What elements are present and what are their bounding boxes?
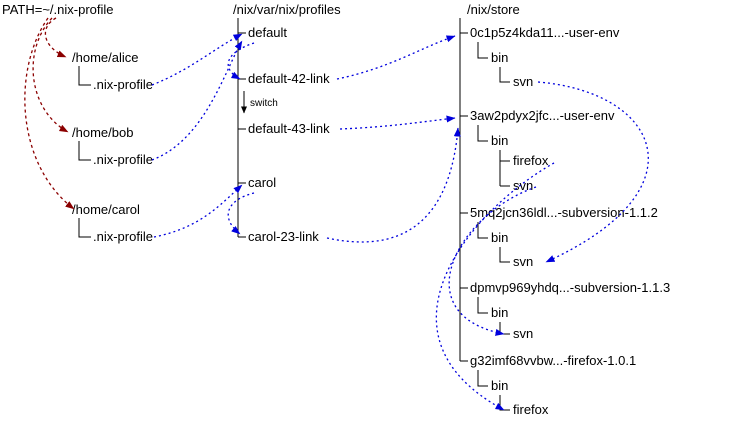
tree-branch [78,218,91,238]
path-arrow-to-alice [44,17,67,58]
carol-nix-profile-symlink: .nix-profile [93,229,153,244]
path-arrow-to-bob [32,17,69,133]
tree-branch [477,42,488,59]
path-arrow-to-carol [24,17,75,210]
symlink-23-link-to-3aw2-userenv [326,127,461,243]
store-5mq2-bin: bin [491,230,508,245]
alice-nix-profile-symlink: .nix-profile [93,77,153,92]
bob-nix-profile-symlink: .nix-profile [93,152,153,167]
home-carol-group: /home/carol .nix-profile [72,202,153,244]
symlink-carol-to-23-link [227,192,255,235]
tree-branch [499,395,510,411]
store-subversion-113: dpmvp969yhdq...-subversion-1.1.3 [470,280,670,295]
home-alice-label: /home/alice [72,50,138,65]
store-userenv-0c1p: 0c1p5z4kda11...-user-env [470,25,620,40]
store-g32imf-bin: bin [491,378,508,393]
home-carol-label: /home/carol [72,202,140,217]
store-g32imf-firefox: firefox [513,402,549,417]
profile-default-43-link: default-43-link [248,121,330,136]
tree-branch [499,247,510,263]
tree-branch [78,141,91,161]
symlink-43-link-to-3aw2-userenv [339,115,456,130]
profiles-dir-header: /nix/var/nix/profiles [233,2,341,17]
profiles-tree: default default-42-link default-43-link … [237,18,330,244]
store-0c1p-svn: svn [513,74,533,89]
store-subversion-112: 5mq2jcn36ldl...-subversion-1.1.2 [470,205,658,220]
symlink-0c1p-svn-to-subversion112 [537,81,649,263]
store-3aw2-bin: bin [491,133,508,148]
store-dir-header: /nix/store [467,2,520,17]
store-3aw2-firefox: firefox [513,153,549,168]
symlink-3aw2-svn-to-subversion113 [448,186,537,336]
profile-carol: carol [248,175,276,190]
store-3aw2-svn: svn [513,178,533,193]
profile-default-42-link: default-42-link [248,71,330,86]
symlink-3aw2-firefox-to-firefox101 [435,162,555,411]
store-dpmvp-svn: svn [513,326,533,341]
symlink-bob-to-default [151,40,243,161]
store-tree: 0c1p5z4kda11...-user-env bin svn 3aw2pdy… [459,18,670,417]
tree-branch [477,370,488,387]
store-dpmvp-bin: bin [491,305,508,320]
store-0c1p-bin: bin [491,50,508,65]
tree-branch [477,297,488,314]
switch-label: switch [250,98,278,109]
symlink-carol-to-carol-profile [153,184,243,238]
home-bob-group: /home/bob .nix-profile [72,125,153,167]
symlink-alice-to-default [151,33,243,86]
store-firefox-101: g32imf68vvbw...-firefox-1.0.1 [470,353,636,368]
home-bob-label: /home/bob [72,125,133,140]
store-userenv-3aw2: 3aw2pdyx2jfc...-user-env [470,108,615,123]
tree-branch [499,322,510,335]
switch-annotation: switch [241,91,278,114]
profile-carol-23-link: carol-23-link [248,229,319,244]
tree-branch [477,222,488,239]
profile-default: default [248,25,287,40]
path-env-label: PATH=~/.nix-profile [2,2,114,17]
tree-branch [477,125,488,142]
symlink-42-link-to-0c1p-userenv [336,35,456,80]
store-5mq2-svn: svn [513,254,533,269]
home-alice-group: /home/alice .nix-profile [72,50,153,92]
tree-branch [78,66,91,86]
symlink-default-to-42-link [227,42,255,80]
tree-branch [499,67,510,83]
